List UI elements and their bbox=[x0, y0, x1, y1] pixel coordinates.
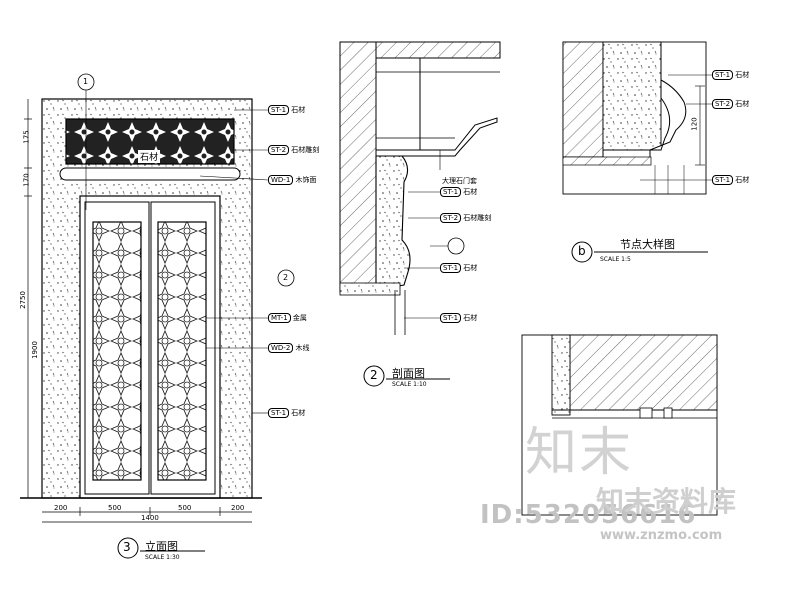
section-tag-4: ST-1 石材 bbox=[440, 313, 477, 323]
elevation-tag-1: ST-1 石材 bbox=[268, 105, 305, 115]
elevation-tag-5-text: 木线 bbox=[295, 344, 310, 352]
section-ceiling-slab bbox=[375, 41, 501, 59]
elevation-tag-5: WD-2 木线 bbox=[268, 343, 310, 353]
section-frame-box bbox=[375, 57, 421, 151]
node-tag-3-code: ST-1 bbox=[712, 175, 734, 185]
elevation-grid-bubble-top bbox=[77, 73, 95, 91]
section-top-moulding bbox=[375, 117, 498, 157]
section-title-bubble bbox=[363, 365, 385, 387]
node-tag-2-text: 石材 bbox=[735, 100, 750, 108]
section-view bbox=[339, 41, 501, 387]
detail-partial-view bbox=[521, 334, 718, 516]
section-tag-2: ST-2 石材雕刻 bbox=[440, 213, 491, 223]
node-moulding bbox=[562, 42, 687, 161]
elevation-tag-4-text: 金属 bbox=[292, 314, 307, 322]
section-label: 大理石门套 bbox=[442, 177, 477, 185]
elevation-dim-bottom-3: 500 bbox=[178, 504, 192, 512]
node-dim: 120 bbox=[690, 117, 699, 131]
elevation-title-bubble bbox=[117, 537, 139, 559]
elevation-carved-panel-right bbox=[157, 221, 207, 481]
section-tag-4-code: ST-1 bbox=[440, 313, 462, 323]
node-tag-2-code: ST-2 bbox=[712, 99, 734, 109]
elevation-tag-4: MT-1 金属 bbox=[268, 313, 307, 323]
section-tag-4-text: 石材 bbox=[463, 314, 478, 322]
node-title-letter: b bbox=[578, 244, 586, 258]
section-stone-jamb bbox=[375, 155, 411, 291]
node-tag-2: ST-2 石材 bbox=[712, 99, 749, 109]
node-stone-block bbox=[602, 41, 662, 151]
detail-partial-stone bbox=[551, 334, 571, 416]
elevation-dim-bottom-2: 500 bbox=[108, 504, 122, 512]
section-tag-2-code: ST-2 bbox=[440, 213, 462, 223]
section-tag-1-code: ST-1 bbox=[440, 187, 462, 197]
elevation-grid-bubble-side bbox=[277, 269, 295, 287]
elevation-dim-bottom-4: 200 bbox=[231, 504, 245, 512]
elevation-title-number: 3 bbox=[123, 540, 131, 554]
section-tag-2-text: 石材雕刻 bbox=[463, 214, 492, 222]
node-tag-1-code: ST-1 bbox=[712, 70, 734, 80]
elevation-title: 立面图 bbox=[145, 540, 178, 553]
section-tag-3-code: ST-1 bbox=[440, 263, 462, 273]
node-scale: SCALE 1:5 bbox=[600, 256, 631, 263]
node-title-bubble bbox=[571, 241, 593, 263]
section-tag-1: ST-1 石材 bbox=[440, 187, 477, 197]
elevation-grid-label-top: 1 bbox=[83, 77, 89, 86]
section-wall-hatch bbox=[339, 41, 377, 293]
elevation-dim-bottom-1: 200 bbox=[54, 504, 68, 512]
node-title: 节点大样图 bbox=[620, 238, 675, 251]
watermark-id: ID:532056616 bbox=[480, 500, 697, 530]
elevation-dim-1900: 1900 bbox=[30, 341, 39, 359]
elevation-view bbox=[20, 73, 295, 559]
elevation-tag-2: ST-2 石材雕刻 bbox=[268, 145, 319, 155]
elevation-dim-170: 170 bbox=[22, 173, 31, 187]
elevation-tag-3-code: WD-1 bbox=[268, 175, 294, 185]
elevation-tag-4-code: MT-1 bbox=[268, 313, 291, 323]
section-tag-3-text: 石材 bbox=[463, 264, 478, 272]
elevation-tag-2-text: 石材雕刻 bbox=[291, 146, 320, 154]
node-tag-3-text: 石材 bbox=[735, 176, 750, 184]
section-scale: SCALE 1:10 bbox=[392, 381, 427, 388]
node-detail-view bbox=[562, 41, 712, 263]
elevation-carved-panel-left bbox=[92, 221, 142, 481]
elevation-grid-label-side: 2 bbox=[283, 273, 289, 282]
watermark-url: www.znzmo.com bbox=[600, 528, 723, 543]
section-title-number: 2 bbox=[370, 368, 378, 382]
node-tag-1: ST-1 石材 bbox=[712, 70, 749, 80]
elevation-tag-1-code: ST-1 bbox=[268, 105, 290, 115]
watermark-site-name: 知末资料库 bbox=[596, 485, 737, 518]
elevation-panel-label: 石材 bbox=[138, 150, 161, 163]
elevation-dim-2750: 2750 bbox=[18, 291, 27, 309]
section-tag-1-text: 石材 bbox=[463, 188, 478, 196]
elevation-tag-3: WD-1 木饰面 bbox=[268, 175, 317, 185]
node-tag-1-text: 石材 bbox=[735, 71, 750, 79]
watermark-logo: 知末 bbox=[525, 423, 634, 483]
elevation-tag-1-text: 石材 bbox=[291, 106, 306, 114]
section-title: 剖面图 bbox=[392, 367, 425, 380]
elevation-dim-overall: 1400 bbox=[141, 514, 159, 522]
elevation-tag-6-code: ST-1 bbox=[268, 408, 290, 418]
elevation-cornice bbox=[59, 167, 241, 181]
node-tag-3: ST-1 石材 bbox=[712, 175, 749, 185]
elevation-tag-6: ST-1 石材 bbox=[268, 408, 305, 418]
elevation-dim-175: 175 bbox=[22, 130, 31, 144]
elevation-scale: SCALE 1:30 bbox=[145, 554, 180, 561]
elevation-tag-2-code: ST-2 bbox=[268, 145, 290, 155]
section-tag-3: ST-1 石材 bbox=[440, 263, 477, 273]
elevation-tag-5-code: WD-2 bbox=[268, 343, 294, 353]
elevation-tag-3-text: 木饰面 bbox=[295, 176, 317, 184]
elevation-tag-6-text: 石材 bbox=[291, 409, 306, 417]
